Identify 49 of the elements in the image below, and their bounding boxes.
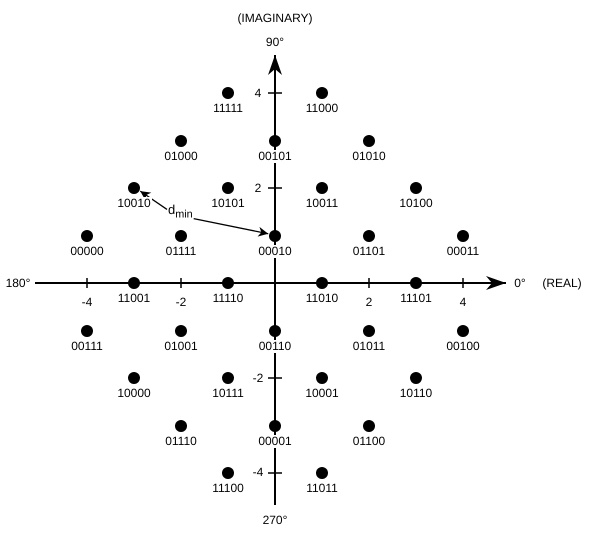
bit-code: 01101 bbox=[352, 244, 386, 258]
bit-code: 10011 bbox=[304, 197, 340, 210]
bit-code: 11110 bbox=[212, 292, 244, 305]
bit-code: 00001 bbox=[257, 434, 293, 448]
bit-code: 00111 bbox=[70, 340, 104, 352]
bit-code: 01001 bbox=[163, 340, 199, 352]
axis-label: 180° bbox=[6, 276, 30, 290]
bit-code: 10110 bbox=[398, 387, 434, 400]
bit-code: 11100 bbox=[211, 482, 245, 495]
bit-code: 10000 bbox=[116, 387, 152, 400]
bit-code: 10111 bbox=[211, 387, 245, 400]
bit-code: 00010 bbox=[257, 244, 293, 258]
tick-label: 2 bbox=[366, 295, 372, 309]
bit-code: 01100 bbox=[352, 434, 386, 448]
tick-label: 2 bbox=[254, 181, 262, 195]
bit-code: 00110 bbox=[258, 340, 292, 352]
bit-code: 01011 bbox=[352, 340, 386, 352]
bit-code: 11010 bbox=[304, 292, 340, 305]
tick-label: -4 bbox=[252, 465, 264, 479]
tick-label: 4 bbox=[460, 295, 466, 309]
distance-label: d$_{min}$ bbox=[168, 202, 193, 221]
bit-code: 10100 bbox=[398, 197, 434, 210]
bit-code: 00100 bbox=[445, 340, 481, 352]
bit-code: 11101 bbox=[399, 292, 433, 305]
tick-label: -4 bbox=[82, 295, 92, 309]
axis-label: 0° bbox=[514, 276, 526, 290]
tick-label: 4 bbox=[254, 86, 262, 100]
tick-label: -2 bbox=[176, 295, 186, 309]
bit-code: 11011 bbox=[305, 482, 339, 495]
bit-code: 10001 bbox=[304, 387, 340, 400]
bit-code: 10101 bbox=[210, 197, 246, 210]
axis-label: (REAL) bbox=[542, 276, 582, 290]
bit-code: 00000 bbox=[69, 244, 105, 258]
bit-code: 01000 bbox=[163, 150, 199, 162]
axis-label: 270° bbox=[262, 513, 288, 527]
bit-code: 11001 bbox=[116, 292, 152, 305]
axis-label: (IMAGINARY) bbox=[237, 11, 313, 25]
bit-code: 01110 bbox=[164, 434, 198, 448]
arrow bbox=[194, 218, 268, 237]
bit-code: 00101 bbox=[257, 150, 293, 162]
arrow bbox=[140, 190, 168, 210]
bit-code: 11111 bbox=[212, 102, 244, 115]
bit-code: 00011 bbox=[446, 244, 480, 258]
axis-label: 90° bbox=[266, 35, 284, 49]
bit-code: 10010 bbox=[116, 197, 152, 210]
bit-code: 11000 bbox=[304, 102, 340, 115]
bit-code: 01111 bbox=[164, 244, 198, 258]
bit-code: 01010 bbox=[351, 150, 387, 162]
tick-label: -2 bbox=[252, 371, 264, 385]
